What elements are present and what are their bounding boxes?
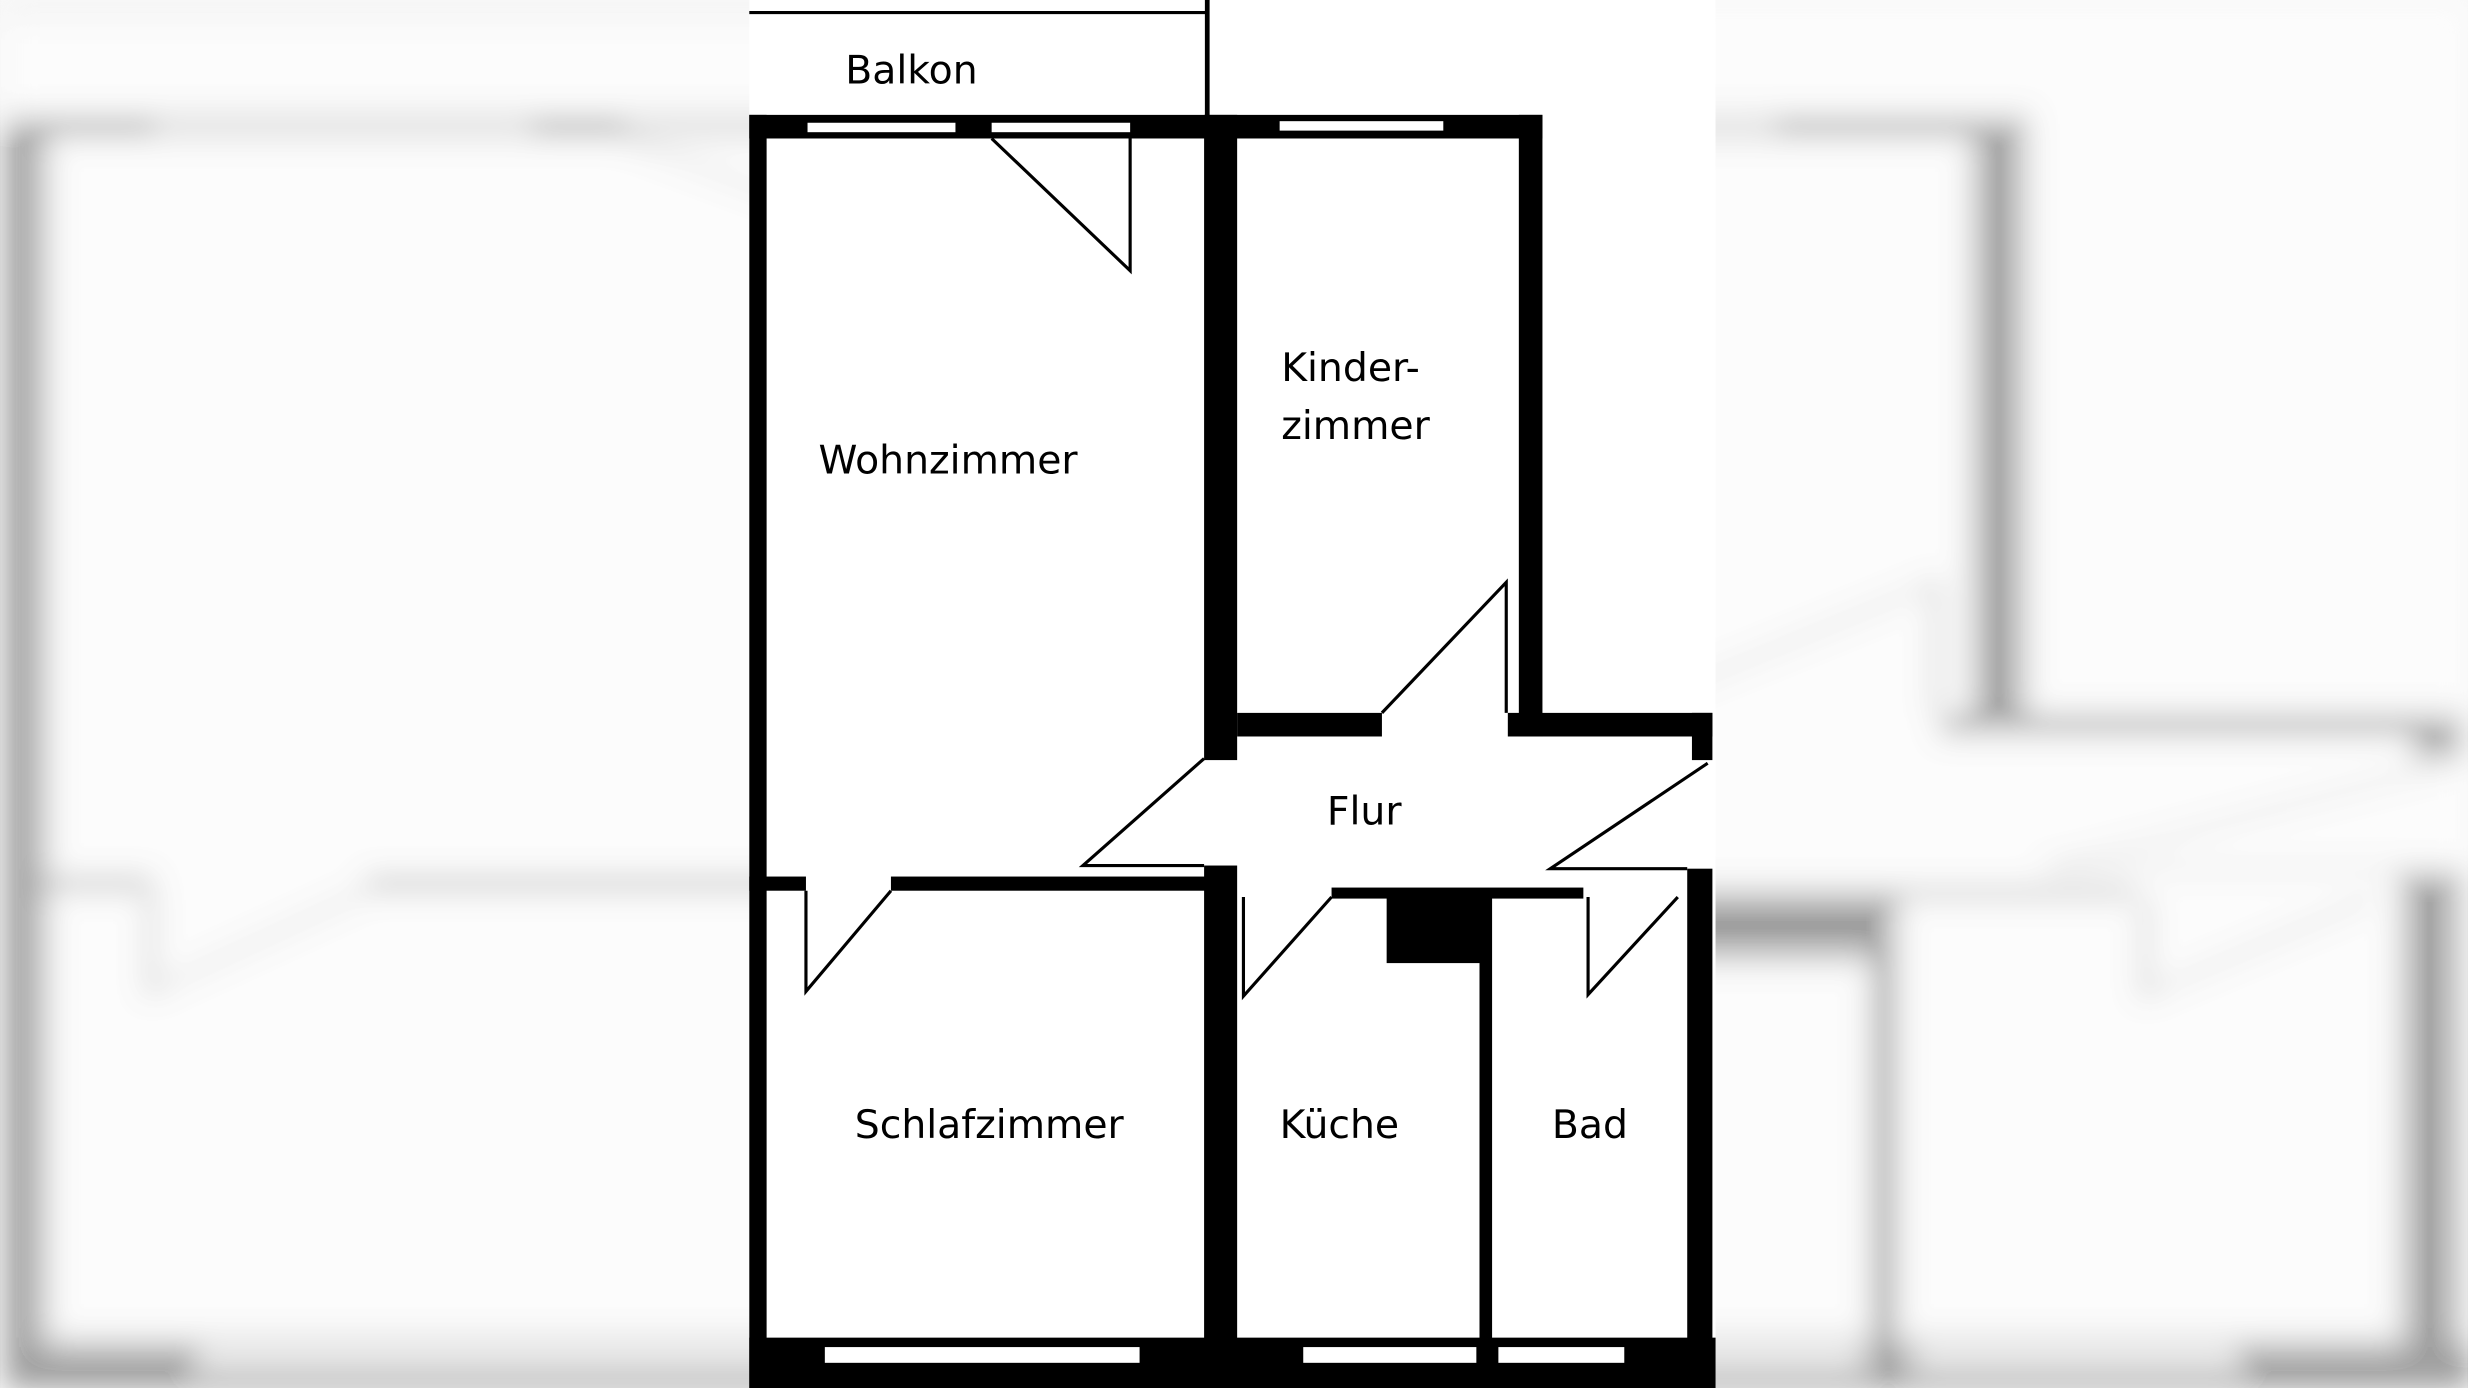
room-label-schlafzimmer: Schlafzimmer bbox=[855, 1102, 1125, 1148]
room-label-bad: Bad bbox=[1552, 1102, 1628, 1148]
room-label-wohnzimmer: Wohnzimmer bbox=[819, 438, 1079, 484]
room-label-kueche: Küche bbox=[1280, 1102, 1400, 1148]
room-label-kinderzimmer-1: Kinder- bbox=[1281, 345, 1420, 391]
room-label-flur: Flur bbox=[1327, 789, 1402, 835]
floorplan bbox=[749, 0, 1715, 1388]
room-label-balkon: Balkon bbox=[845, 47, 977, 93]
room-label-kinderzimmer-2: zimmer bbox=[1281, 403, 1430, 449]
